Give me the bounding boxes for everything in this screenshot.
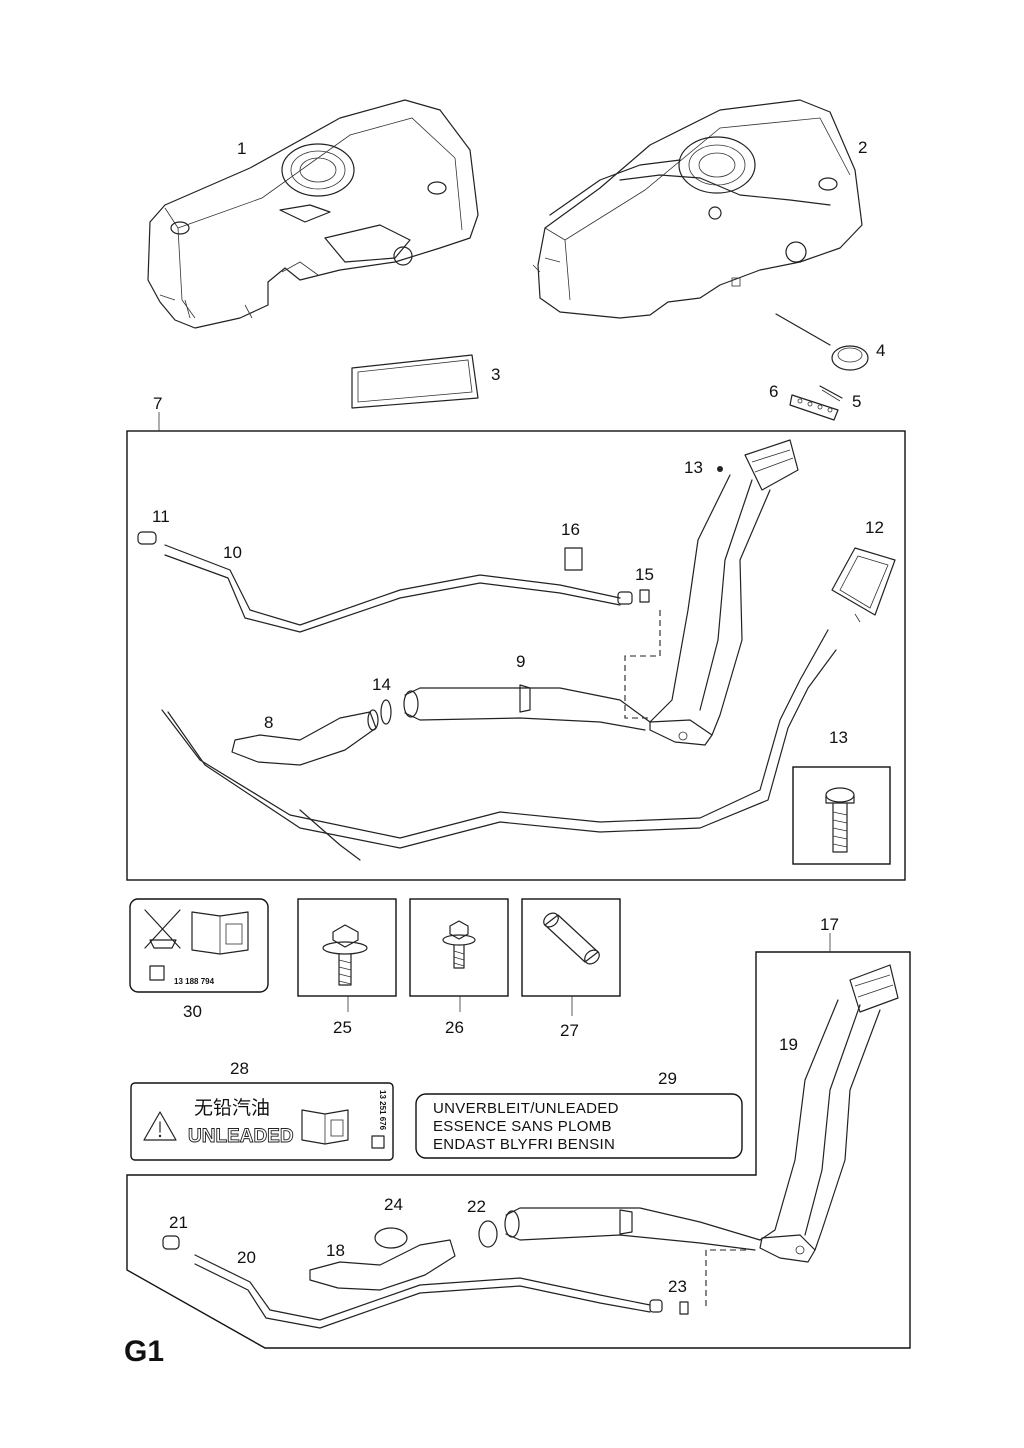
callout-8: 8 xyxy=(264,713,273,732)
no-fire-icon xyxy=(144,909,181,949)
callout-13-top: 13 xyxy=(684,458,703,477)
fuel-line-icon xyxy=(161,629,837,861)
label-29-box xyxy=(415,1093,743,1159)
callout-16: 16 xyxy=(561,520,580,539)
callout-17: 17 xyxy=(820,915,839,934)
gm-logo-icon xyxy=(371,1135,385,1149)
callout-4: 4 xyxy=(876,341,885,360)
assembly-frame-7 xyxy=(126,430,906,881)
callout-18: 18 xyxy=(326,1241,345,1260)
label29-line1: UNVERBLEIT/UNLEADED xyxy=(433,1100,619,1117)
hose-icon xyxy=(137,531,650,633)
callout-6: 6 xyxy=(769,382,778,401)
callout-28: 28 xyxy=(230,1059,249,1078)
level-sender-icon xyxy=(775,313,869,421)
callout-14: 14 xyxy=(372,675,391,694)
filler-pipe-icon xyxy=(504,964,899,1263)
inset-26-box xyxy=(409,898,509,997)
inset-27-box xyxy=(521,898,621,997)
label-30-box xyxy=(129,898,269,993)
bracket-icon xyxy=(831,547,896,623)
screw-icon xyxy=(825,787,855,853)
callout-20: 20 xyxy=(237,1248,256,1267)
label28-unleaded-text: UNLEADED xyxy=(188,1126,294,1147)
hose-icon xyxy=(162,1235,689,1329)
fuel-tank-icon xyxy=(147,99,479,329)
hose-icon xyxy=(309,1220,498,1291)
callout-27: 27 xyxy=(560,1021,579,1040)
callout-12: 12 xyxy=(865,518,884,537)
callout-30: 30 xyxy=(183,1002,202,1021)
sheet-code: G1 xyxy=(124,1335,164,1368)
manual-book-icon xyxy=(191,911,249,955)
label29-line2: ESSENCE SANS PLOMB xyxy=(433,1118,612,1135)
hose-icon xyxy=(231,699,392,766)
callout-3: 3 xyxy=(491,365,500,384)
callout-25: 25 xyxy=(333,1018,352,1037)
label30-part-number: 13 188 794 xyxy=(174,977,215,986)
assembly-frame-17 xyxy=(126,951,911,1349)
callout-15: 15 xyxy=(635,565,654,584)
filler-pipe-icon xyxy=(403,439,799,746)
sleeve-icon xyxy=(543,912,600,965)
callout-1: 1 xyxy=(237,139,246,158)
callout-24: 24 xyxy=(384,1195,403,1214)
callout-2: 2 xyxy=(858,138,867,157)
label-28-box xyxy=(130,1082,394,1161)
inset-25-box xyxy=(297,898,397,997)
callout-5: 5 xyxy=(852,392,861,411)
gm-logo-icon xyxy=(149,965,165,981)
screw-icon xyxy=(322,924,368,986)
inset-13-box xyxy=(792,766,891,865)
callout-10: 10 xyxy=(223,543,242,562)
warning-triangle-icon xyxy=(143,1111,177,1141)
callout-23: 23 xyxy=(668,1277,687,1296)
callout-7: 7 xyxy=(153,394,162,413)
callout-26: 26 xyxy=(445,1018,464,1037)
screw-icon xyxy=(442,920,476,969)
callout-22: 22 xyxy=(467,1197,486,1216)
callout-13-inset: 13 xyxy=(829,728,848,747)
fuel-tank-icon xyxy=(532,99,863,319)
callout-19: 19 xyxy=(779,1035,798,1054)
callout-9: 9 xyxy=(516,652,525,671)
label28-part-number: 13 251 676 xyxy=(378,1090,387,1131)
callout-29: 29 xyxy=(658,1069,677,1088)
manual-book-icon xyxy=(301,1109,349,1145)
callout-21: 21 xyxy=(169,1213,188,1232)
foam-pad-icon xyxy=(351,354,479,409)
screw-icon xyxy=(717,466,723,472)
label29-line3: ENDAST BLYFRI BENSIN xyxy=(433,1136,615,1153)
callout-11: 11 xyxy=(152,507,170,526)
label28-chinese-text: 无铅汽油 xyxy=(194,1097,270,1119)
